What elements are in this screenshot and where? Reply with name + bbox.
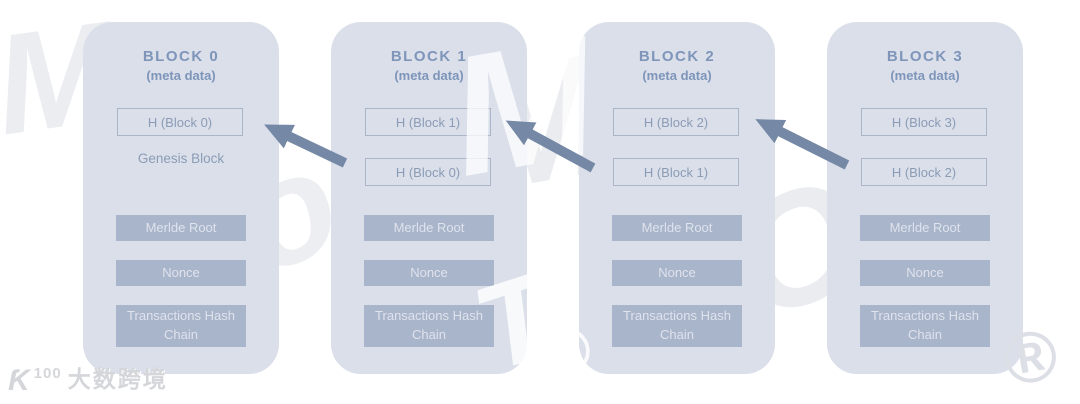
block-2-meta: (meta data) bbox=[642, 68, 712, 83]
block-1: BLOCK 1 (meta data) H (Block 1) H (Block… bbox=[331, 22, 527, 374]
block-3-transactions-hash-chain: Transactions Hash Chain bbox=[860, 305, 990, 347]
block-2-prev-hash-box: H (Block 1) bbox=[613, 158, 739, 186]
block-0-title: BLOCK 0 bbox=[142, 48, 220, 65]
block-2-merkle-root: Merlde Root bbox=[612, 215, 742, 241]
block-1-title: BLOCK 1 bbox=[390, 48, 468, 65]
block-3-merkle-root: Merlde Root bbox=[860, 215, 990, 241]
block-2: BLOCK 2 (meta data) H (Block 2) H (Block… bbox=[579, 22, 775, 374]
block-1-nonce: Nonce bbox=[364, 260, 494, 286]
block-0-genesis-label: Genesis Block bbox=[137, 151, 225, 166]
block-0: BLOCK 0 (meta data) H (Block 0) Genesis … bbox=[83, 22, 279, 374]
block-3-nonce: Nonce bbox=[860, 260, 990, 286]
block-2-self-hash-box: H (Block 2) bbox=[613, 108, 739, 136]
block-3: BLOCK 3 (meta data) H (Block 3) H (Block… bbox=[827, 22, 1023, 374]
brand-watermark: Ƙ 100 大数跨境 bbox=[8, 360, 168, 397]
brand-watermark-text: 大数跨境 bbox=[67, 366, 168, 392]
block-1-meta: (meta data) bbox=[394, 68, 464, 83]
block-1-prev-hash-box: H (Block 0) bbox=[365, 158, 491, 186]
brand-logo-100: 100 bbox=[33, 365, 62, 382]
brand-logo-icon: Ƙ bbox=[8, 364, 30, 397]
block-0-meta: (meta data) bbox=[146, 68, 216, 83]
block-1-self-hash-box: H (Block 1) bbox=[365, 108, 491, 136]
block-1-merkle-root: Merlde Root bbox=[364, 215, 494, 241]
block-0-self-hash-box: H (Block 0) bbox=[117, 108, 243, 136]
block-0-merkle-root: Merlde Root bbox=[116, 215, 246, 241]
block-2-title: BLOCK 2 bbox=[638, 48, 716, 65]
block-1-transactions-hash-chain: Transactions Hash Chain bbox=[364, 305, 494, 347]
block-2-transactions-hash-chain: Transactions Hash Chain bbox=[612, 305, 742, 347]
block-0-nonce: Nonce bbox=[116, 260, 246, 286]
block-3-prev-hash-box: H (Block 2) bbox=[861, 158, 987, 186]
block-2-nonce: Nonce bbox=[612, 260, 742, 286]
block-3-self-hash-box: H (Block 3) bbox=[861, 108, 987, 136]
block-3-meta: (meta data) bbox=[890, 68, 960, 83]
block-3-title: BLOCK 3 bbox=[886, 48, 964, 65]
block-0-transactions-hash-chain: Transactions Hash Chain bbox=[116, 305, 246, 347]
